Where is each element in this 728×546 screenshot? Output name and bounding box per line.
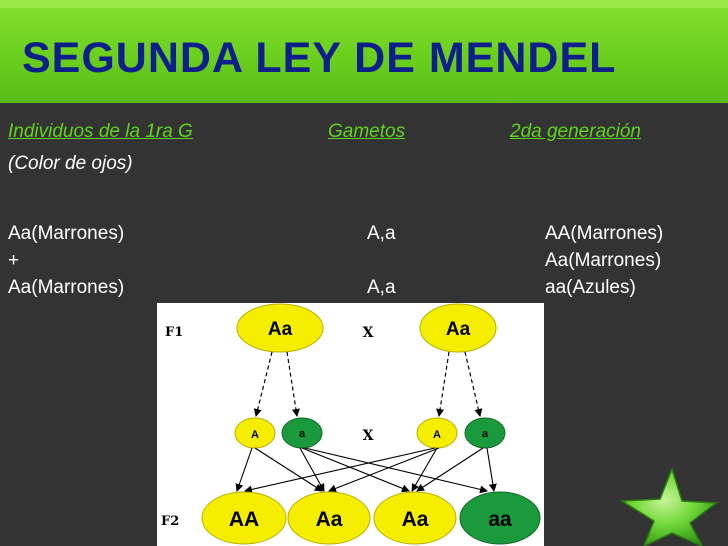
gamete-right-dominant-label: A: [433, 429, 441, 441]
f2-node-4: [459, 491, 541, 545]
dashed-arrow: [436, 351, 450, 417]
dashed-arrow: [464, 351, 483, 417]
mendel-cross-diagram: F1 Aa X Aa A a X A a: [157, 303, 544, 546]
dashed-arrow: [286, 351, 300, 417]
gamete-left-dominant-label: A: [251, 429, 259, 441]
f1-left-parent-node: [236, 303, 324, 353]
offspring-genotype-2: Aa(Marrones): [545, 250, 662, 271]
f1-right-parent-node: [419, 303, 497, 353]
header-gametes: Gametos: [328, 121, 406, 142]
gamete-left-recessive-label: a: [299, 428, 306, 440]
gametes-cross-symbol: X: [363, 428, 374, 444]
f1-cross-symbol: X: [363, 325, 374, 341]
offspring-genotype-3: aa(Azules): [545, 277, 636, 298]
f2-node-3: [373, 491, 457, 545]
title-banner-stripe: [0, 0, 728, 8]
parent-1: Aa(Marrones): [8, 223, 125, 244]
f1-label: F1: [165, 325, 183, 340]
f1-left-parent-label: Aa: [268, 319, 293, 340]
combination-arrows: [235, 447, 497, 494]
gamete-right-recessive-node: [464, 417, 506, 449]
gametes-1: A,a: [367, 223, 396, 244]
f2-label-3: Aa: [402, 508, 429, 531]
gamete-right-recessive-label: a: [482, 428, 489, 440]
f2-label-2: Aa: [316, 508, 343, 531]
f2-label-1: AA: [229, 508, 259, 531]
f2-node-1: [201, 491, 287, 545]
gametes-2: A,a: [367, 277, 396, 298]
header-parents: Individuos de la 1ra G: [8, 121, 193, 142]
parent-2: Aa(Marrones): [8, 277, 125, 298]
dashed-arrow: [253, 351, 273, 417]
green-star-icon: [619, 466, 719, 546]
slide-title: SEGUNDA LEY DE MENDEL: [22, 34, 617, 82]
f2-label: F2: [161, 514, 179, 529]
f2-node-2: [287, 491, 371, 545]
header-second-generation: 2da generación: [510, 121, 641, 142]
subtitle-eye-color: (Color de ojos): [8, 153, 133, 174]
title-banner: SEGUNDA LEY DE MENDEL: [0, 0, 728, 103]
f2-label-4: aa: [488, 508, 512, 531]
plus-sign: +: [8, 250, 20, 271]
offspring-genotype-1: AA(Marrones): [545, 223, 664, 244]
f1-right-parent-label: Aa: [446, 319, 471, 340]
cross-diagram-svg: F1 Aa X Aa A a X A a: [161, 303, 541, 545]
